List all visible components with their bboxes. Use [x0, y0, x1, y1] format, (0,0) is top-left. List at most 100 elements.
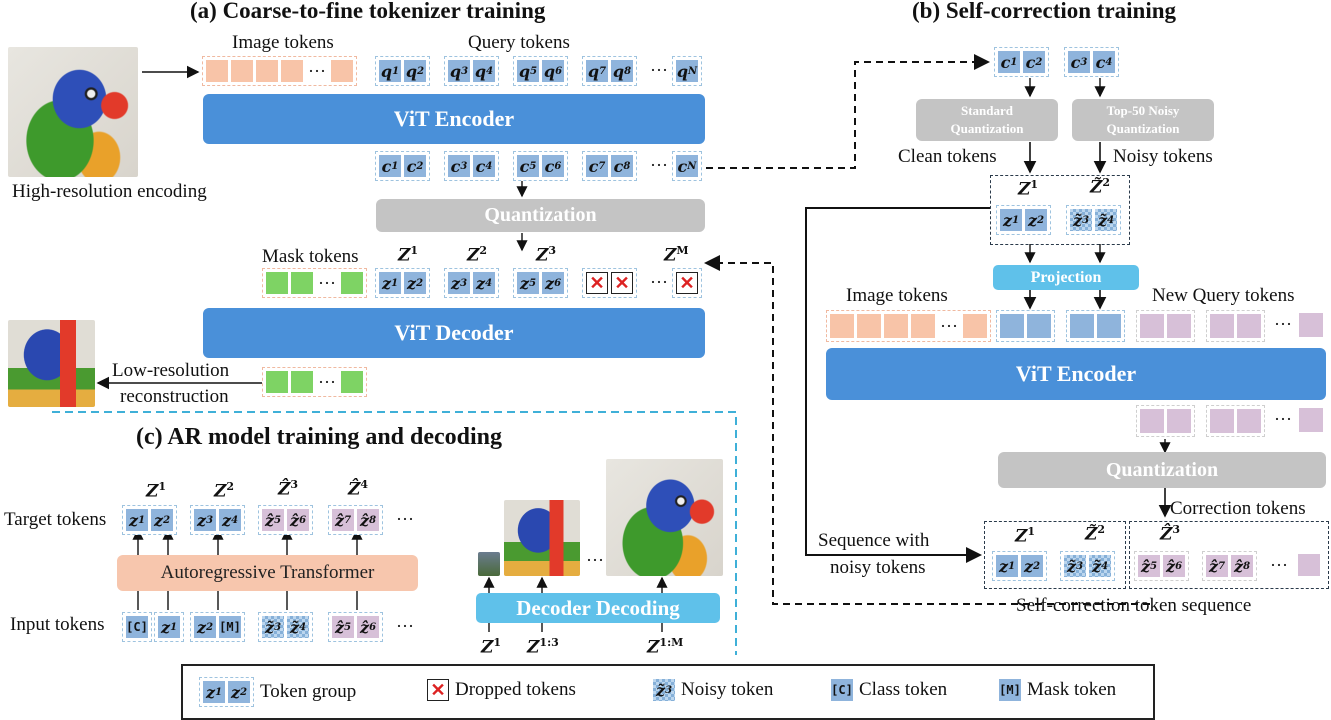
- b-image-tokens-label: Image tokens: [846, 285, 948, 306]
- output-token: [1210, 409, 1234, 433]
- seq-noisy-box: [984, 521, 1126, 589]
- b-new-query-group-1: [1136, 310, 1195, 342]
- c-z3-label: Ẑ3: [278, 478, 299, 500]
- decoded-mask-token-group: ···: [262, 367, 367, 397]
- image-tokens-label: Image tokens: [232, 32, 334, 53]
- vit-encoder-b: ViT Encoder: [826, 348, 1326, 400]
- b-z2-noisy-label: Z̃2: [1090, 176, 1111, 198]
- ellipsis: ···: [396, 509, 414, 529]
- image-token: [231, 60, 253, 82]
- projected-token: [1070, 314, 1094, 338]
- seq-z1-label: Z1: [1015, 525, 1036, 547]
- noisy-token: z̃4: [287, 616, 309, 638]
- legend-noisy: z̃3 Noisy token: [653, 679, 773, 701]
- vit-encoder-a: ViT Encoder: [203, 94, 705, 144]
- noisy-token-icon: z̃3: [653, 679, 675, 701]
- z3-label: Z3: [536, 244, 557, 266]
- b-z-noisy-group: z̃3 z̃4: [1066, 205, 1121, 235]
- image-token: [330, 60, 353, 82]
- image-token-group: ···: [202, 56, 357, 86]
- dropped-token-icon: ✕: [611, 272, 633, 294]
- seq-z3-correction-label: Ẑ3: [1160, 523, 1181, 545]
- class-token-icon: [C]: [831, 679, 853, 701]
- seq-z2-noisy-label: Z̃2: [1085, 523, 1106, 545]
- dropped-token-group-m: ✕: [672, 268, 702, 298]
- noisy-token: z̃3: [262, 616, 284, 638]
- high-res-label: High-resolution encoding: [12, 181, 207, 202]
- z2-label: Z2: [467, 244, 488, 266]
- ellipsis: ···: [1270, 555, 1288, 575]
- ellipsis: ···: [308, 60, 326, 81]
- new-query-token: [1237, 314, 1261, 338]
- seq-z-noisy-group: z̃3 z̃4: [1060, 551, 1115, 581]
- noisy-token: z̃4: [1095, 209, 1117, 231]
- noisy-token: z̃3: [1070, 209, 1092, 231]
- dropped-token-group: ✕ ✕: [582, 268, 637, 298]
- self-correction-seq-label: Self-correction token sequence: [1016, 595, 1252, 616]
- legend-class: [C] Class token: [831, 679, 947, 701]
- ellipsis: ···: [318, 272, 336, 293]
- z1-label: Z1: [398, 244, 419, 266]
- new-query-token: [1210, 314, 1234, 338]
- image-token: [857, 314, 881, 338]
- b-projected-group-1: [996, 310, 1055, 342]
- image-token: [830, 314, 854, 338]
- ellipsis: ···: [1274, 314, 1292, 334]
- mask-token-input: [M]: [219, 616, 241, 638]
- legend-token-group-label: Token group: [260, 681, 357, 702]
- quantization-bar-b: Quantization: [998, 452, 1326, 488]
- legend-mask-label: Mask token: [1027, 679, 1117, 700]
- low-res-label-line2: reconstruction: [120, 386, 229, 407]
- output-token: [1140, 409, 1164, 433]
- ellipsis: ···: [940, 315, 958, 336]
- low-res-parrot-image: [8, 320, 95, 407]
- vit-decoder: ViT Decoder: [203, 308, 705, 358]
- decoded-high-res-image: [606, 459, 723, 576]
- b-image-token-group: ···: [826, 310, 991, 342]
- legend-dropped: ✕ Dropped tokens: [427, 679, 576, 701]
- image-token: [884, 314, 908, 338]
- input-group-3: z̃3 z̃4: [258, 612, 313, 642]
